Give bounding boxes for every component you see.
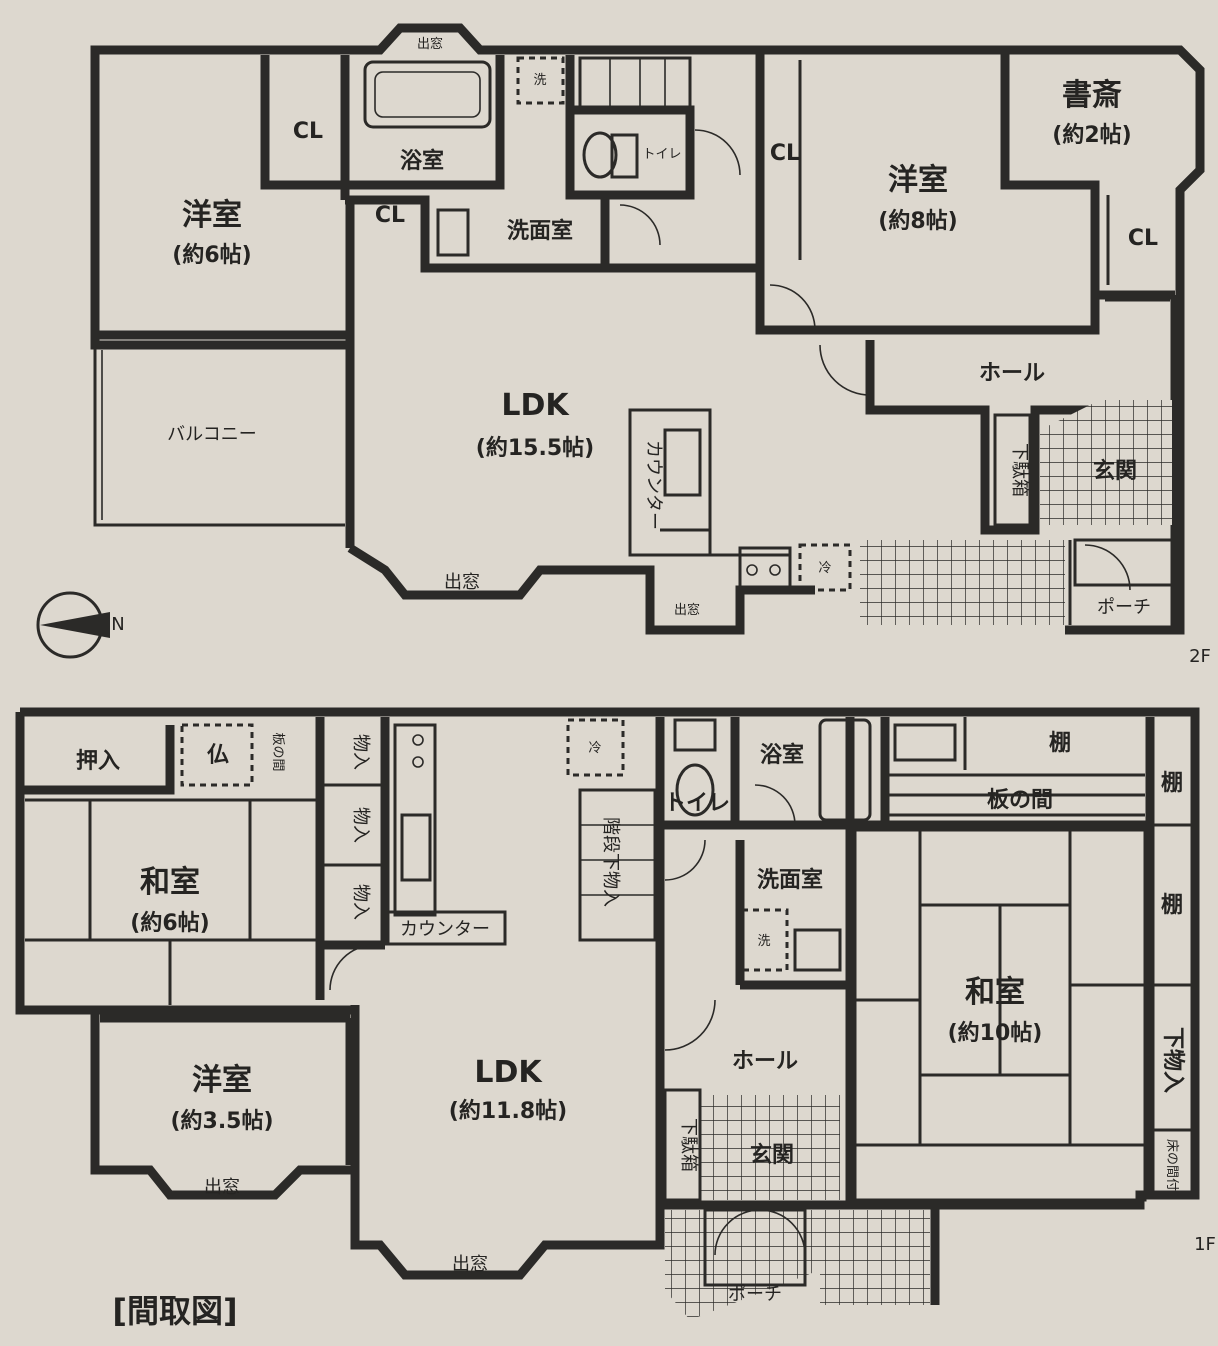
f1-mono-c: 物入 (350, 884, 371, 920)
f2-toilet: トイレ (642, 147, 681, 162)
f1-bath: 浴室 (760, 742, 804, 768)
f2-ldk-size: (約15.5帖) (476, 435, 594, 461)
f1-entrance: 玄関 (750, 1142, 794, 1168)
legend-title: [間取図] (112, 1292, 237, 1330)
f2-cl-c: CL (770, 141, 800, 166)
f1-washitsu10-name: 和室 (965, 975, 1025, 1010)
f2-counter: カウンター (643, 440, 664, 530)
f1-itanoma-small: 板の間 (270, 732, 285, 771)
f1-under-stair: 階段下物入 (600, 817, 621, 907)
f2-bath: 浴室 (400, 148, 444, 174)
f2-balcony: バルコニー (167, 424, 257, 445)
f1-counter: カウンター (400, 919, 490, 940)
f1-floor-label: 1F (1194, 1234, 1216, 1255)
f1-washitsu10-size: (約10帖) (948, 1020, 1043, 1046)
f1-shelf-c: 棚 (1161, 893, 1183, 918)
f1-ldk-size: (約11.8帖) (449, 1098, 567, 1124)
f1-lower-storage: 下物入 (1160, 1027, 1186, 1093)
f1-shelf-a: 棚 (1049, 731, 1071, 756)
f2-shoe-box: 下駄箱 (1009, 443, 1030, 497)
f2-ldk-name: LDK (501, 388, 570, 423)
f1-fridge: 冷 (588, 741, 601, 756)
f1-floor-storage: 床の間付 (1164, 1139, 1179, 1191)
f1-mono-b: 物入 (350, 807, 371, 843)
f2-bay-window-top: 出窓 (417, 36, 443, 52)
f2-study-size: (約2帖) (1052, 122, 1131, 148)
f2-cl-d: CL (1128, 226, 1158, 251)
f2-study-name: 書斎 (1062, 78, 1122, 113)
f1-western35-name: 洋室 (192, 1063, 252, 1098)
f1-toilet: トイレ (664, 791, 730, 816)
f2-western6-name: 洋室 (182, 198, 242, 233)
f2-porch: ポーチ (1097, 597, 1151, 618)
f2-western8-size: (約8帖) (878, 208, 957, 234)
f2-cl-a: CL (293, 119, 323, 144)
f1-mono-a: 物入 (350, 734, 371, 770)
f2-bay-window-small: 出窓 (674, 602, 700, 618)
f2-western8-name: 洋室 (888, 163, 948, 198)
f1-washitsu6-size: (約6帖) (130, 910, 209, 936)
floor-2f (36, 23, 1205, 659)
f1-itanoma: 板の間 (987, 788, 1053, 813)
f1-oshiire: 押入 (76, 748, 120, 774)
f2-washer: 洗 (533, 73, 546, 88)
f1-washitsu6-name: 和室 (140, 865, 200, 900)
f2-hall: ホール (979, 361, 1045, 386)
f1-hall: ホール (732, 1049, 798, 1074)
f2-floor-label: 2F (1189, 646, 1211, 667)
f2-western6-size: (約6帖) (172, 242, 251, 268)
f1-bay-window-b: 出窓 (452, 1254, 488, 1275)
compass-north: N (111, 614, 124, 635)
f1-butsudan: 仏 (207, 743, 229, 768)
f1-shoe-box: 下駄箱 (678, 1118, 699, 1172)
f1-bay-window-a: 出窓 (204, 1177, 240, 1198)
f1-washroom: 洗面室 (757, 867, 823, 893)
f1-western35-size: (約3.5帖) (170, 1108, 273, 1134)
f1-ldk-name: LDK (474, 1055, 543, 1090)
f2-fridge: 冷 (818, 561, 831, 576)
f2-washroom: 洗面室 (507, 218, 573, 244)
f2-cl-b: CL (375, 203, 405, 228)
f1-shelf-b: 棚 (1161, 771, 1183, 796)
f2-bay-window: 出窓 (444, 572, 480, 593)
floor-1f (15, 707, 1200, 1320)
f1-washer: 洗 (757, 934, 770, 949)
f1-porch: ポーチ (728, 1284, 782, 1305)
f2-entrance: 玄関 (1093, 458, 1137, 484)
